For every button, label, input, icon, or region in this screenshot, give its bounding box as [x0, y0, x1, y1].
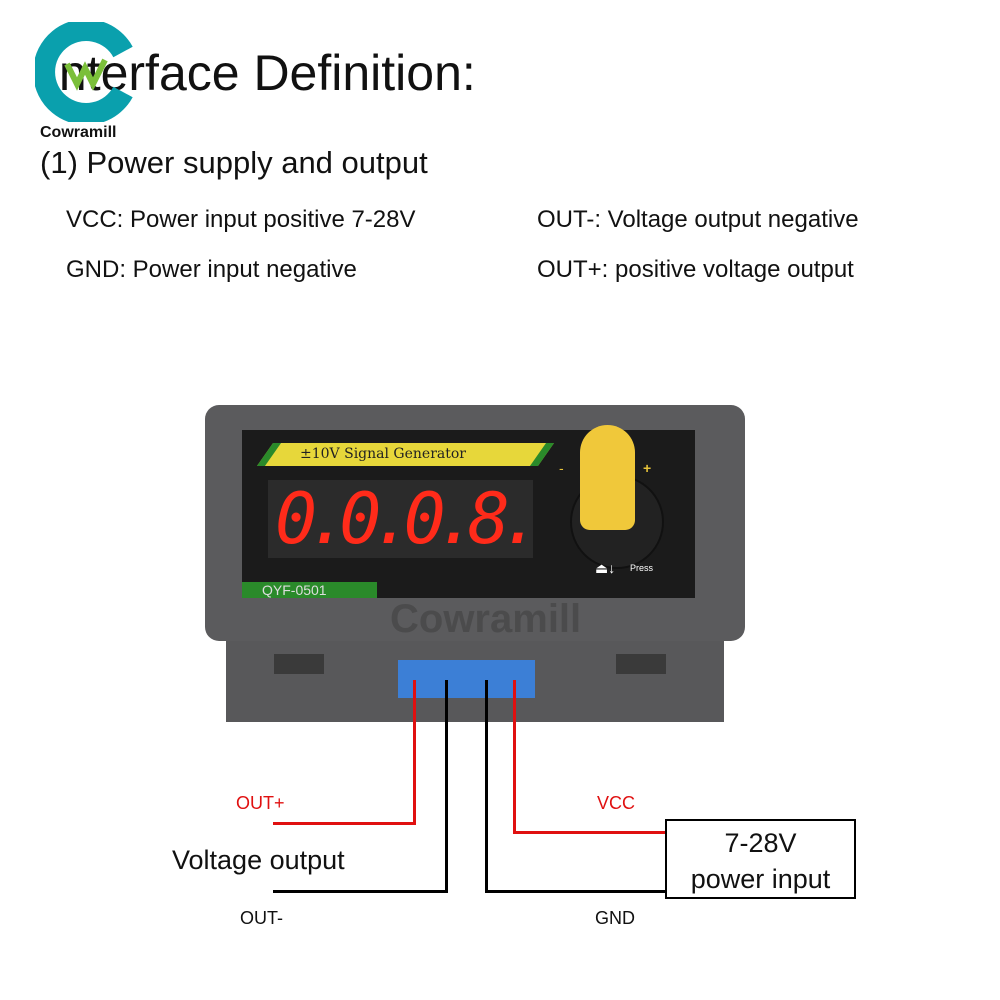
- press-label: Press: [630, 563, 654, 573]
- vcc-label: VCC: [597, 793, 636, 813]
- watermark: Cowramill: [390, 597, 582, 641]
- power-input-box: 7-28V power input: [665, 819, 856, 899]
- def-out-minus: OUT-: Voltage output negative: [537, 206, 859, 233]
- knob-minus: -: [559, 460, 564, 476]
- brand-logo-icon: [35, 22, 133, 122]
- wire-vcc: [513, 831, 665, 834]
- wire-out-plus: [273, 822, 416, 825]
- terminal-block: [398, 660, 535, 698]
- out-minus-label: OUT-: [240, 908, 283, 928]
- wire-gnd: [485, 680, 488, 893]
- wire-out-plus: [413, 680, 416, 824]
- knob-pointer: [580, 425, 635, 530]
- gnd-label: GND: [595, 908, 635, 928]
- wire-gnd: [485, 890, 665, 893]
- wire-out-minus: [445, 680, 448, 893]
- wire-vcc: [513, 680, 516, 834]
- section-subtitle: (1) Power supply and output: [40, 145, 428, 180]
- mount-slot: [274, 654, 324, 674]
- knob-plus: +: [643, 460, 652, 476]
- def-gnd: GND: Power input negative: [66, 256, 357, 283]
- def-out-plus: OUT+: positive voltage output: [537, 256, 854, 283]
- wire-out-minus: [273, 890, 448, 893]
- brand-name: Cowramill: [40, 124, 117, 141]
- voltage-output-label: Voltage output: [172, 845, 345, 875]
- mount-slot: [616, 654, 666, 674]
- def-vcc: VCC: Power input positive 7-28V: [66, 206, 416, 233]
- led-display: [268, 480, 533, 558]
- out-plus-label: OUT+: [236, 793, 285, 813]
- display-value: 0.0.0.8.: [275, 478, 542, 560]
- press-icon: ⏏↓: [595, 560, 616, 576]
- power-box-voltage: 7-28V: [724, 828, 797, 858]
- model-label: QYF-0501: [242, 582, 377, 598]
- power-box-label: power input: [690, 864, 831, 894]
- banner-text: ±10V Signal Generator: [300, 446, 466, 462]
